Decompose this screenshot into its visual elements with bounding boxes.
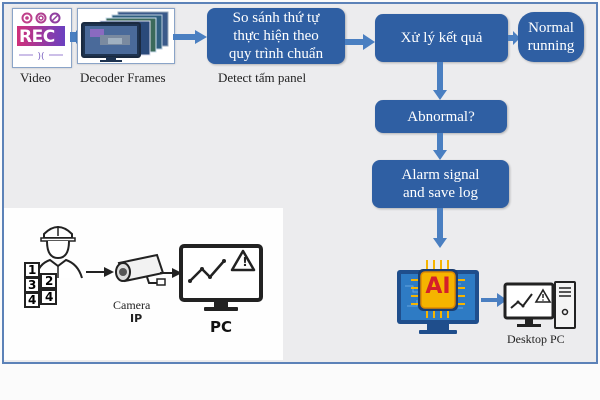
step-2: 2 <box>45 274 54 288</box>
process-result-text: Xử lý kết quả <box>400 30 483 46</box>
record-controls-icon: )( <box>17 12 65 62</box>
alarm-save-log-box: Alarm signal and save log <box>372 160 509 208</box>
normal-line-1: Normal <box>528 20 574 36</box>
frames-stack-icon <box>81 11 169 62</box>
compare-line-3: quy trình chuẩn <box>228 46 324 62</box>
arrow-abnormal-to-alarm <box>433 133 447 160</box>
step-4a: 4 <box>28 293 37 307</box>
arrow-ai-to-desktop <box>481 293 507 307</box>
compare-line-1: So sánh thứ tự <box>232 10 320 26</box>
desktop-pc-icon <box>503 281 576 329</box>
arrow-process-to-normal <box>508 31 520 45</box>
alarm-line-2: and save log <box>403 185 478 201</box>
camera-label-line-2: IP <box>130 312 143 325</box>
decoder-frames-label: Decoder Frames <box>80 70 166 85</box>
video-tile: )( REC <box>12 8 72 68</box>
step-3: 3 <box>28 278 37 292</box>
step-number-boxes <box>24 262 57 308</box>
ai-badge: AI <box>425 274 451 299</box>
process-result-box: Xử lý kết quả <box>375 14 508 62</box>
camera-label-line-1: Camera <box>113 298 151 312</box>
desktop-pc-label: Desktop PC <box>507 332 565 346</box>
normal-running-box: Normal running <box>518 12 584 62</box>
svg-text:)(: )( <box>37 52 44 62</box>
step-1: 1 <box>28 263 37 277</box>
arrow-camera-to-pc <box>160 268 182 278</box>
pc-label: PC <box>210 318 233 336</box>
compare-line-2: thực hiện theo <box>233 28 319 44</box>
video-label: Video <box>20 70 51 85</box>
decoder-frames-tile <box>77 8 175 64</box>
arrow-worker-to-camera <box>86 267 114 277</box>
alarm-line-1: Alarm signal <box>401 167 480 183</box>
rec-badge: REC <box>19 27 55 47</box>
arrow-decoder-to-compare <box>173 30 207 44</box>
detect-panel-label: Detect tấm panel <box>218 70 307 85</box>
arrow-alarm-to-ai <box>433 208 447 248</box>
normal-line-2: running <box>527 38 575 54</box>
pc-monitor-alert-icon <box>179 244 263 311</box>
arrow-compare-to-process <box>345 34 375 50</box>
step-4b: 4 <box>45 290 54 304</box>
arrow-process-to-abnormal <box>433 62 447 100</box>
ai-computer-icon <box>397 260 479 334</box>
abnormal-text: Abnormal? <box>407 108 475 125</box>
abnormal-check-box: Abnormal? <box>375 100 507 133</box>
compare-procedure-box: So sánh thứ tự thực hiện theo quy trình … <box>207 8 345 64</box>
pc-warning-glyph: ! <box>242 255 248 269</box>
